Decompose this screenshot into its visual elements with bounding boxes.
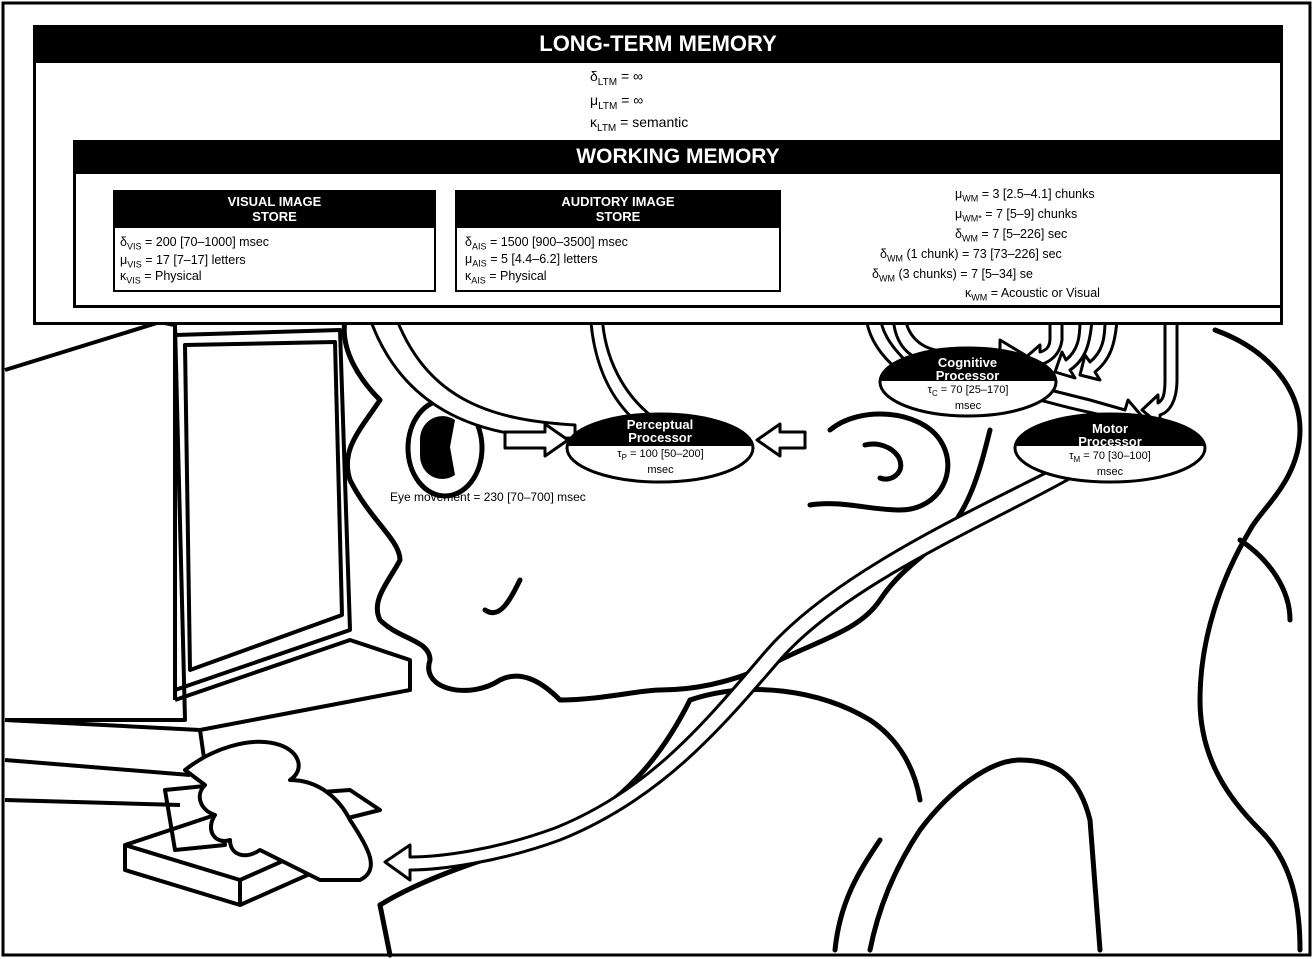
ltm-delta: δLTM = ∞ [590,68,643,88]
vis-delta: δVIS = 200 [70–1000] msec [120,235,270,252]
cognitive-processor-tau: τC = 70 [25–170] msec [927,384,1009,413]
perceptual-processor-tau: τP = 100 [50–200] msec [617,448,704,477]
ais-kappa: κAIS = Physical [465,269,547,286]
motor-processor-tau: τM = 70 [30–100] msec [1069,450,1151,479]
flow-arrows [350,278,1179,882]
wm-param-delta-1-chunk: δWM (1 chunk) = 73 [73–226] sec [880,247,1062,264]
hand-drawing [183,739,373,882]
wm-param-mu-star: μWM* = 7 [5–9] chunks [955,207,1078,224]
eye-movement-label: Eye movement = 230 [70–700] msec [390,490,586,504]
ais-mu: μAIS = 5 [4.4–6.2] letters [465,252,598,269]
vis-kappa: κVIS = Physical [120,269,202,286]
wm-param-kappa: κWM = Acoustic or Visual [965,286,1100,303]
ltm-kappa: κLTM = semantic [590,114,689,134]
wm-param-delta: δWM = 7 [5–226] sec [955,227,1068,244]
wm-param-delta-3-chunks: δWM (3 chunks) = 7 [5–34] se [872,267,1033,284]
ear-drawing [807,411,951,513]
wm-param-mu: μWM = 3 [2.5–4.1] chunks [955,187,1095,204]
ais-delta: δAIS = 1500 [900–3500] msec [465,235,628,252]
ltm-mu: μLTM = ∞ [590,92,644,112]
vis-mu: μVIS = 17 [7–17] letters [120,253,246,270]
wm-title: WORKING MEMORY [73,140,1283,174]
ltm-title: LONG-TERM MEMORY [33,25,1283,63]
